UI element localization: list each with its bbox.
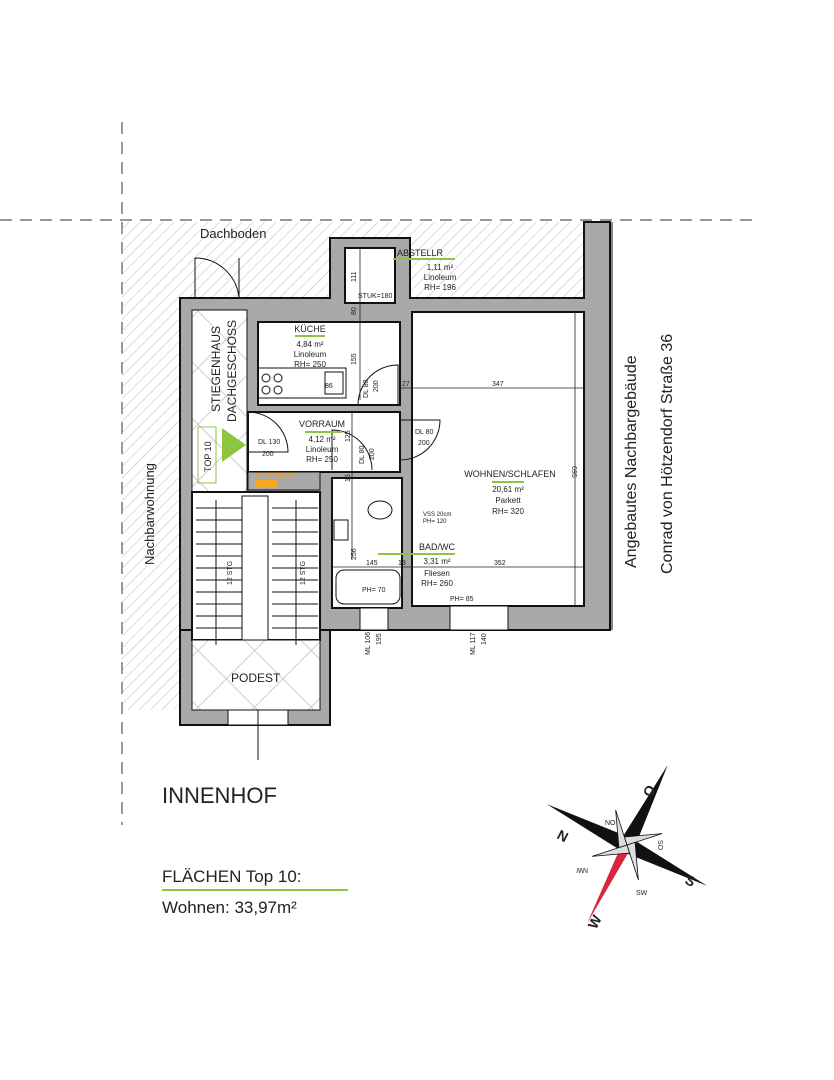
neighbour-building-label: Angebautes Nachbargebäude (623, 355, 640, 568)
svg-text:PH= 120: PH= 120 (423, 519, 447, 525)
svg-text:DL 130: DL 130 (258, 439, 280, 446)
entrance-arrow-icon (222, 428, 246, 462)
svg-text:ABSTELLR: ABSTELLR (397, 248, 444, 258)
room-wohnen-text: WOHNEN/SCHLAFEN 20,61 m² Parkett RH= 320 (464, 469, 556, 516)
svg-text:200: 200 (373, 380, 380, 392)
room-vorraum (247, 411, 401, 473)
svg-text:Linoleum: Linoleum (306, 445, 339, 454)
room-abstellr-text: ABSTELLR 1,11 m² Linoleum RH= 196 (397, 248, 457, 292)
svg-text:Linoleum: Linoleum (294, 350, 327, 359)
svg-text:347: 347 (492, 381, 504, 388)
window-wohnen (449, 605, 509, 631)
stairwell-label-1: STIEGENHAUS (209, 326, 223, 412)
svg-text:DL 80: DL 80 (415, 429, 434, 436)
svg-text:15: 15 (345, 474, 352, 482)
svg-text:200: 200 (262, 451, 274, 458)
stairwell-landing (191, 309, 248, 493)
svg-text:Linoleum: Linoleum (424, 273, 457, 282)
svg-text:27: 27 (402, 381, 410, 388)
svg-text:200: 200 (418, 440, 430, 447)
innenhof-label: INNENHOF (162, 783, 277, 808)
svg-text:ML 117: ML 117 (470, 632, 477, 655)
stairs-label-right: 12 STG (300, 561, 307, 585)
svg-text:RH= 320: RH= 320 (492, 507, 524, 516)
stairwell-label-2: DACHGESCHOSS (225, 320, 239, 422)
svg-text:KÜCHE: KÜCHE (294, 324, 326, 334)
svg-text:SO: SO (656, 840, 663, 851)
svg-text:125: 125 (345, 430, 352, 442)
svg-text:RH= 250: RH= 250 (306, 455, 338, 464)
bath-fixtures (333, 500, 401, 605)
svg-text:13: 13 (398, 560, 406, 567)
svg-text:86: 86 (325, 383, 333, 390)
svg-text:STUK=180: STUK=180 (358, 293, 393, 300)
top-label-box (197, 426, 217, 484)
svg-text:WOHNEN/SCHLAFEN: WOHNEN/SCHLAFEN (464, 469, 556, 479)
svg-text:155: 155 (351, 353, 358, 365)
svg-text:195: 195 (376, 633, 383, 645)
svg-text:145: 145 (366, 560, 378, 567)
svg-text:NO: NO (605, 820, 616, 827)
svg-text:RH= 250: RH= 250 (294, 360, 326, 369)
svg-text:695: 695 (570, 466, 577, 478)
svg-text:Parkett: Parkett (495, 496, 521, 505)
svg-text:ML 106: ML 106 (365, 632, 372, 655)
dimension-lines (332, 248, 584, 606)
dimension-labels: STUK=180 111 80 155 86 27 347 695 125 15… (258, 271, 577, 655)
dachboden-label: Dachboden (200, 226, 267, 241)
svg-text:PH= 70: PH= 70 (362, 587, 386, 594)
doors (194, 257, 441, 471)
svg-text:RH= 196: RH= 196 (424, 283, 456, 292)
e-verteiler-label: E-VERTEILER (256, 473, 296, 479)
room-vorraum-text: VORRAUM 4,12 m² Linoleum RH= 250 (299, 419, 345, 464)
svg-text:4,12 m²: 4,12 m² (308, 435, 335, 444)
svg-text:DL 80: DL 80 (359, 445, 366, 464)
svg-text:111: 111 (351, 271, 358, 282)
svg-text:20,61 m²: 20,61 m² (492, 485, 524, 494)
svg-text:VSS 20cm: VSS 20cm (423, 512, 451, 518)
podest-label: PODEST (231, 671, 281, 685)
svg-text:W: W (584, 912, 605, 932)
room-bad (331, 477, 403, 609)
room-bad-text: BAD/WC 3,31 m² Fliesen RH= 260 (419, 542, 456, 588)
svg-text:DL 80: DL 80 (363, 379, 370, 398)
svg-text:NW: NW (576, 866, 588, 873)
compass-labels: N O S W NO SO SW NW (555, 782, 699, 931)
stairs-label-left: 12 STG (227, 561, 234, 585)
svg-text:PH= 85: PH= 85 (450, 596, 474, 603)
svg-text:80: 80 (351, 307, 358, 315)
svg-text:VORRAUM: VORRAUM (299, 419, 345, 429)
legend-title: FLÄCHEN Top 10: (162, 867, 302, 886)
stair-steps (196, 495, 318, 645)
neighbour-address-label: Conrad von Hötzendorf Straße 36 (659, 334, 676, 574)
svg-text:352: 352 (494, 560, 506, 567)
svg-text:4,84 m²: 4,84 m² (296, 340, 323, 349)
svg-text:SW: SW (636, 890, 648, 897)
svg-text:1,11 m²: 1,11 m² (427, 263, 454, 272)
svg-text:200: 200 (369, 448, 376, 460)
svg-text:RH= 260: RH= 260 (421, 579, 453, 588)
legend-value: Wohnen: 33,97m² (162, 898, 297, 917)
svg-text:N: N (555, 826, 571, 845)
nachbarwohnung-label: Nachbarwohnung (142, 463, 157, 565)
room-underlines (162, 258, 524, 891)
nachbarwohnung-area (122, 298, 180, 710)
svg-text:BAD/WC: BAD/WC (419, 542, 456, 552)
room-kueche-text: KÜCHE 4,84 m² Linoleum RH= 250 (294, 324, 327, 369)
kitchen-counter (257, 367, 347, 399)
window-bad (359, 607, 389, 631)
e-verteiler-box (255, 480, 277, 488)
room-wohnen (411, 311, 585, 607)
room-abstellr (344, 247, 396, 304)
svg-text:Fliesen: Fliesen (424, 569, 450, 578)
compass-rose-icon (546, 764, 708, 924)
svg-text:3,31 m²: 3,31 m² (423, 557, 450, 566)
svg-text:256: 256 (351, 548, 358, 560)
svg-text:140: 140 (481, 633, 488, 645)
top-label: TOP 10 (203, 441, 213, 472)
podest-area (191, 639, 321, 711)
